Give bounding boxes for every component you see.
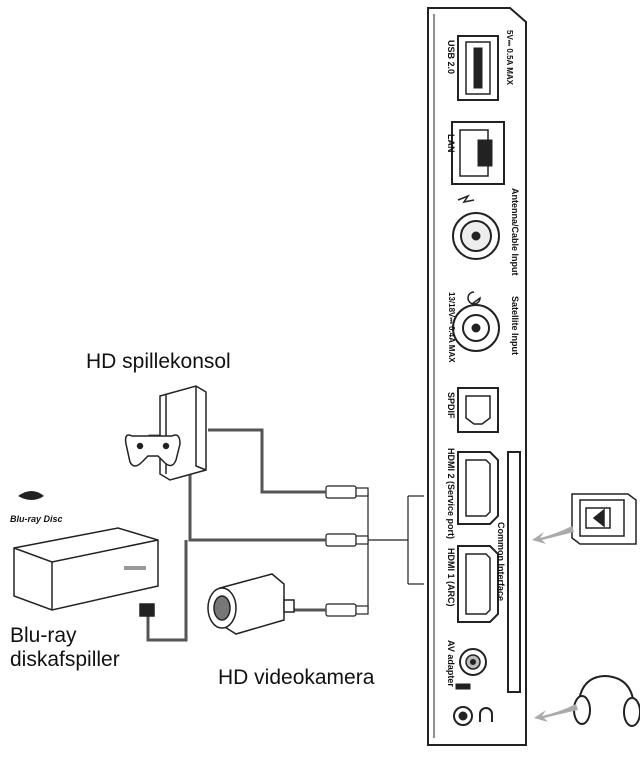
insert-arrows xyxy=(532,526,578,722)
lan-port xyxy=(451,121,505,185)
antenna-port xyxy=(452,194,500,260)
spdif-label: SPDIF xyxy=(446,392,456,419)
common-interface-label: Common Interface xyxy=(496,522,506,602)
console-label: HD spillekonsol xyxy=(86,350,231,373)
hdmi2-port xyxy=(457,451,499,525)
camcorder-illustration xyxy=(207,573,295,635)
bluray-player-illustration xyxy=(13,527,159,617)
hdmi2-label: HDMI 2 (Service port) xyxy=(446,448,456,540)
cable-plugs xyxy=(325,485,369,617)
tv-rear-panel xyxy=(427,7,527,746)
hdmi1-port xyxy=(457,545,499,623)
headphones-illustration xyxy=(573,674,640,727)
usb-rating-label: 5V⎓ 0.5A MAX xyxy=(505,30,514,85)
satellite-rating-label: 13/18V⎓ 0.4A MAX xyxy=(447,292,456,363)
satellite-label: Satellite Input xyxy=(510,296,520,356)
bluray-label-line2: diskafspiller xyxy=(10,648,120,671)
antenna-label: Antenna/Cable Input xyxy=(510,188,520,276)
common-interface-slot xyxy=(507,451,521,693)
headphone-port xyxy=(453,706,493,726)
spdif-port xyxy=(457,387,499,433)
satellite-port xyxy=(452,291,500,352)
usb-port xyxy=(457,35,499,101)
hdmi1-label: HDMI 1 (ARC) xyxy=(446,548,456,607)
bluray-disc-logo xyxy=(18,491,44,500)
game-console-illustration xyxy=(124,385,207,481)
bluray-logo-text: Blu-ray Disc xyxy=(10,514,63,524)
ci-card-illustration xyxy=(571,493,637,545)
camcorder-label: HD videokamera xyxy=(218,666,375,689)
av-port xyxy=(455,648,487,690)
bluray-label-line1: Blu-ray xyxy=(10,624,77,647)
connection-bracket xyxy=(367,492,424,610)
usb-label: USB 2.0 xyxy=(446,40,456,75)
av-label: AV adapter xyxy=(446,640,456,687)
lan-label: LAN xyxy=(446,134,456,153)
